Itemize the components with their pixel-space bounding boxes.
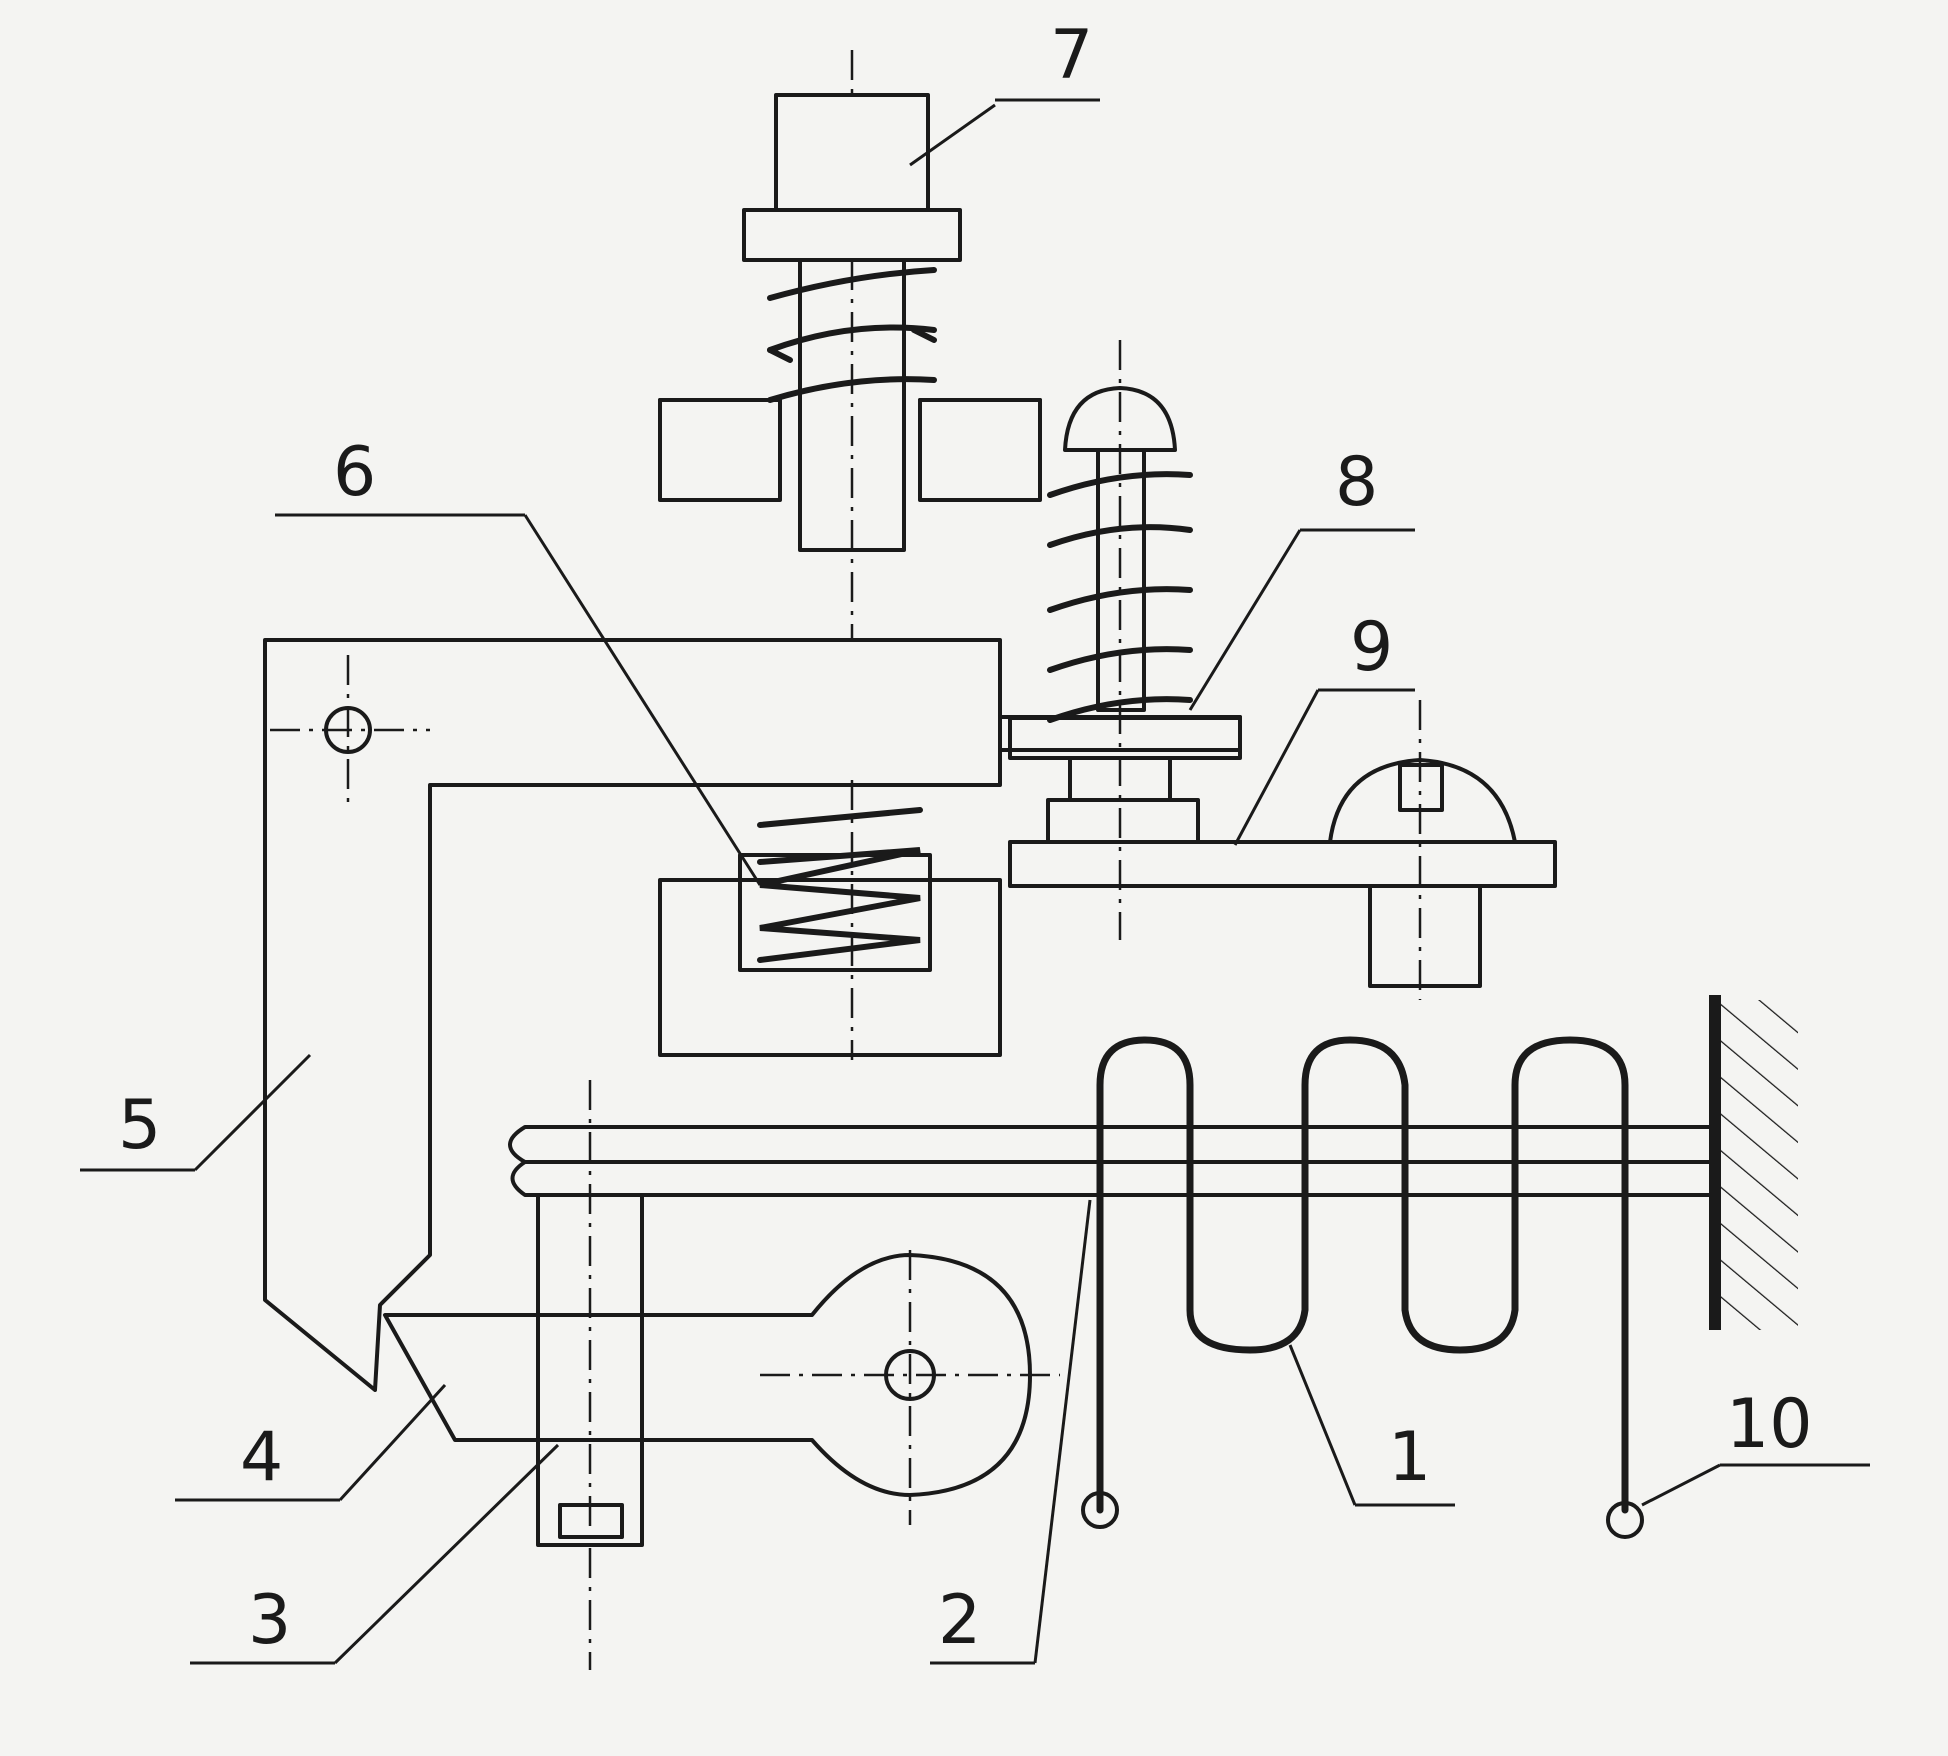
part-labels: 7 6 8 9 5 4 1 10 3 2 bbox=[118, 16, 1813, 1660]
push-rod-3 bbox=[536, 1080, 644, 1670]
reset-button-7 bbox=[742, 50, 962, 640]
housing-upper bbox=[658, 398, 1042, 502]
contact-plate-9 bbox=[1008, 700, 1557, 1000]
heater-1 bbox=[1081, 1036, 1644, 1539]
adjust-screw-8 bbox=[1008, 340, 1242, 940]
leader-lines bbox=[80, 98, 1870, 1665]
label-4: 4 bbox=[240, 1418, 283, 1497]
spring-6 bbox=[757, 780, 923, 1060]
label-1: 1 bbox=[1388, 1418, 1431, 1497]
label-3: 3 bbox=[248, 1581, 291, 1660]
fixed-wall bbox=[1709, 995, 1798, 1330]
catch-lever-4 bbox=[383, 1250, 1060, 1525]
adjust-spring bbox=[1047, 471, 1193, 723]
label-6: 6 bbox=[333, 433, 376, 512]
label-8: 8 bbox=[1335, 443, 1378, 522]
label-10: 10 bbox=[1726, 1385, 1813, 1464]
lever-5 bbox=[263, 638, 1242, 1392]
label-2: 2 bbox=[938, 1581, 981, 1660]
label-5: 5 bbox=[118, 1086, 161, 1165]
reset-spring bbox=[767, 267, 937, 403]
housing-lower bbox=[658, 853, 1002, 1057]
label-7: 7 bbox=[1050, 16, 1093, 95]
label-9: 9 bbox=[1350, 608, 1393, 687]
bimetal-strip-2 bbox=[508, 1125, 1712, 1197]
